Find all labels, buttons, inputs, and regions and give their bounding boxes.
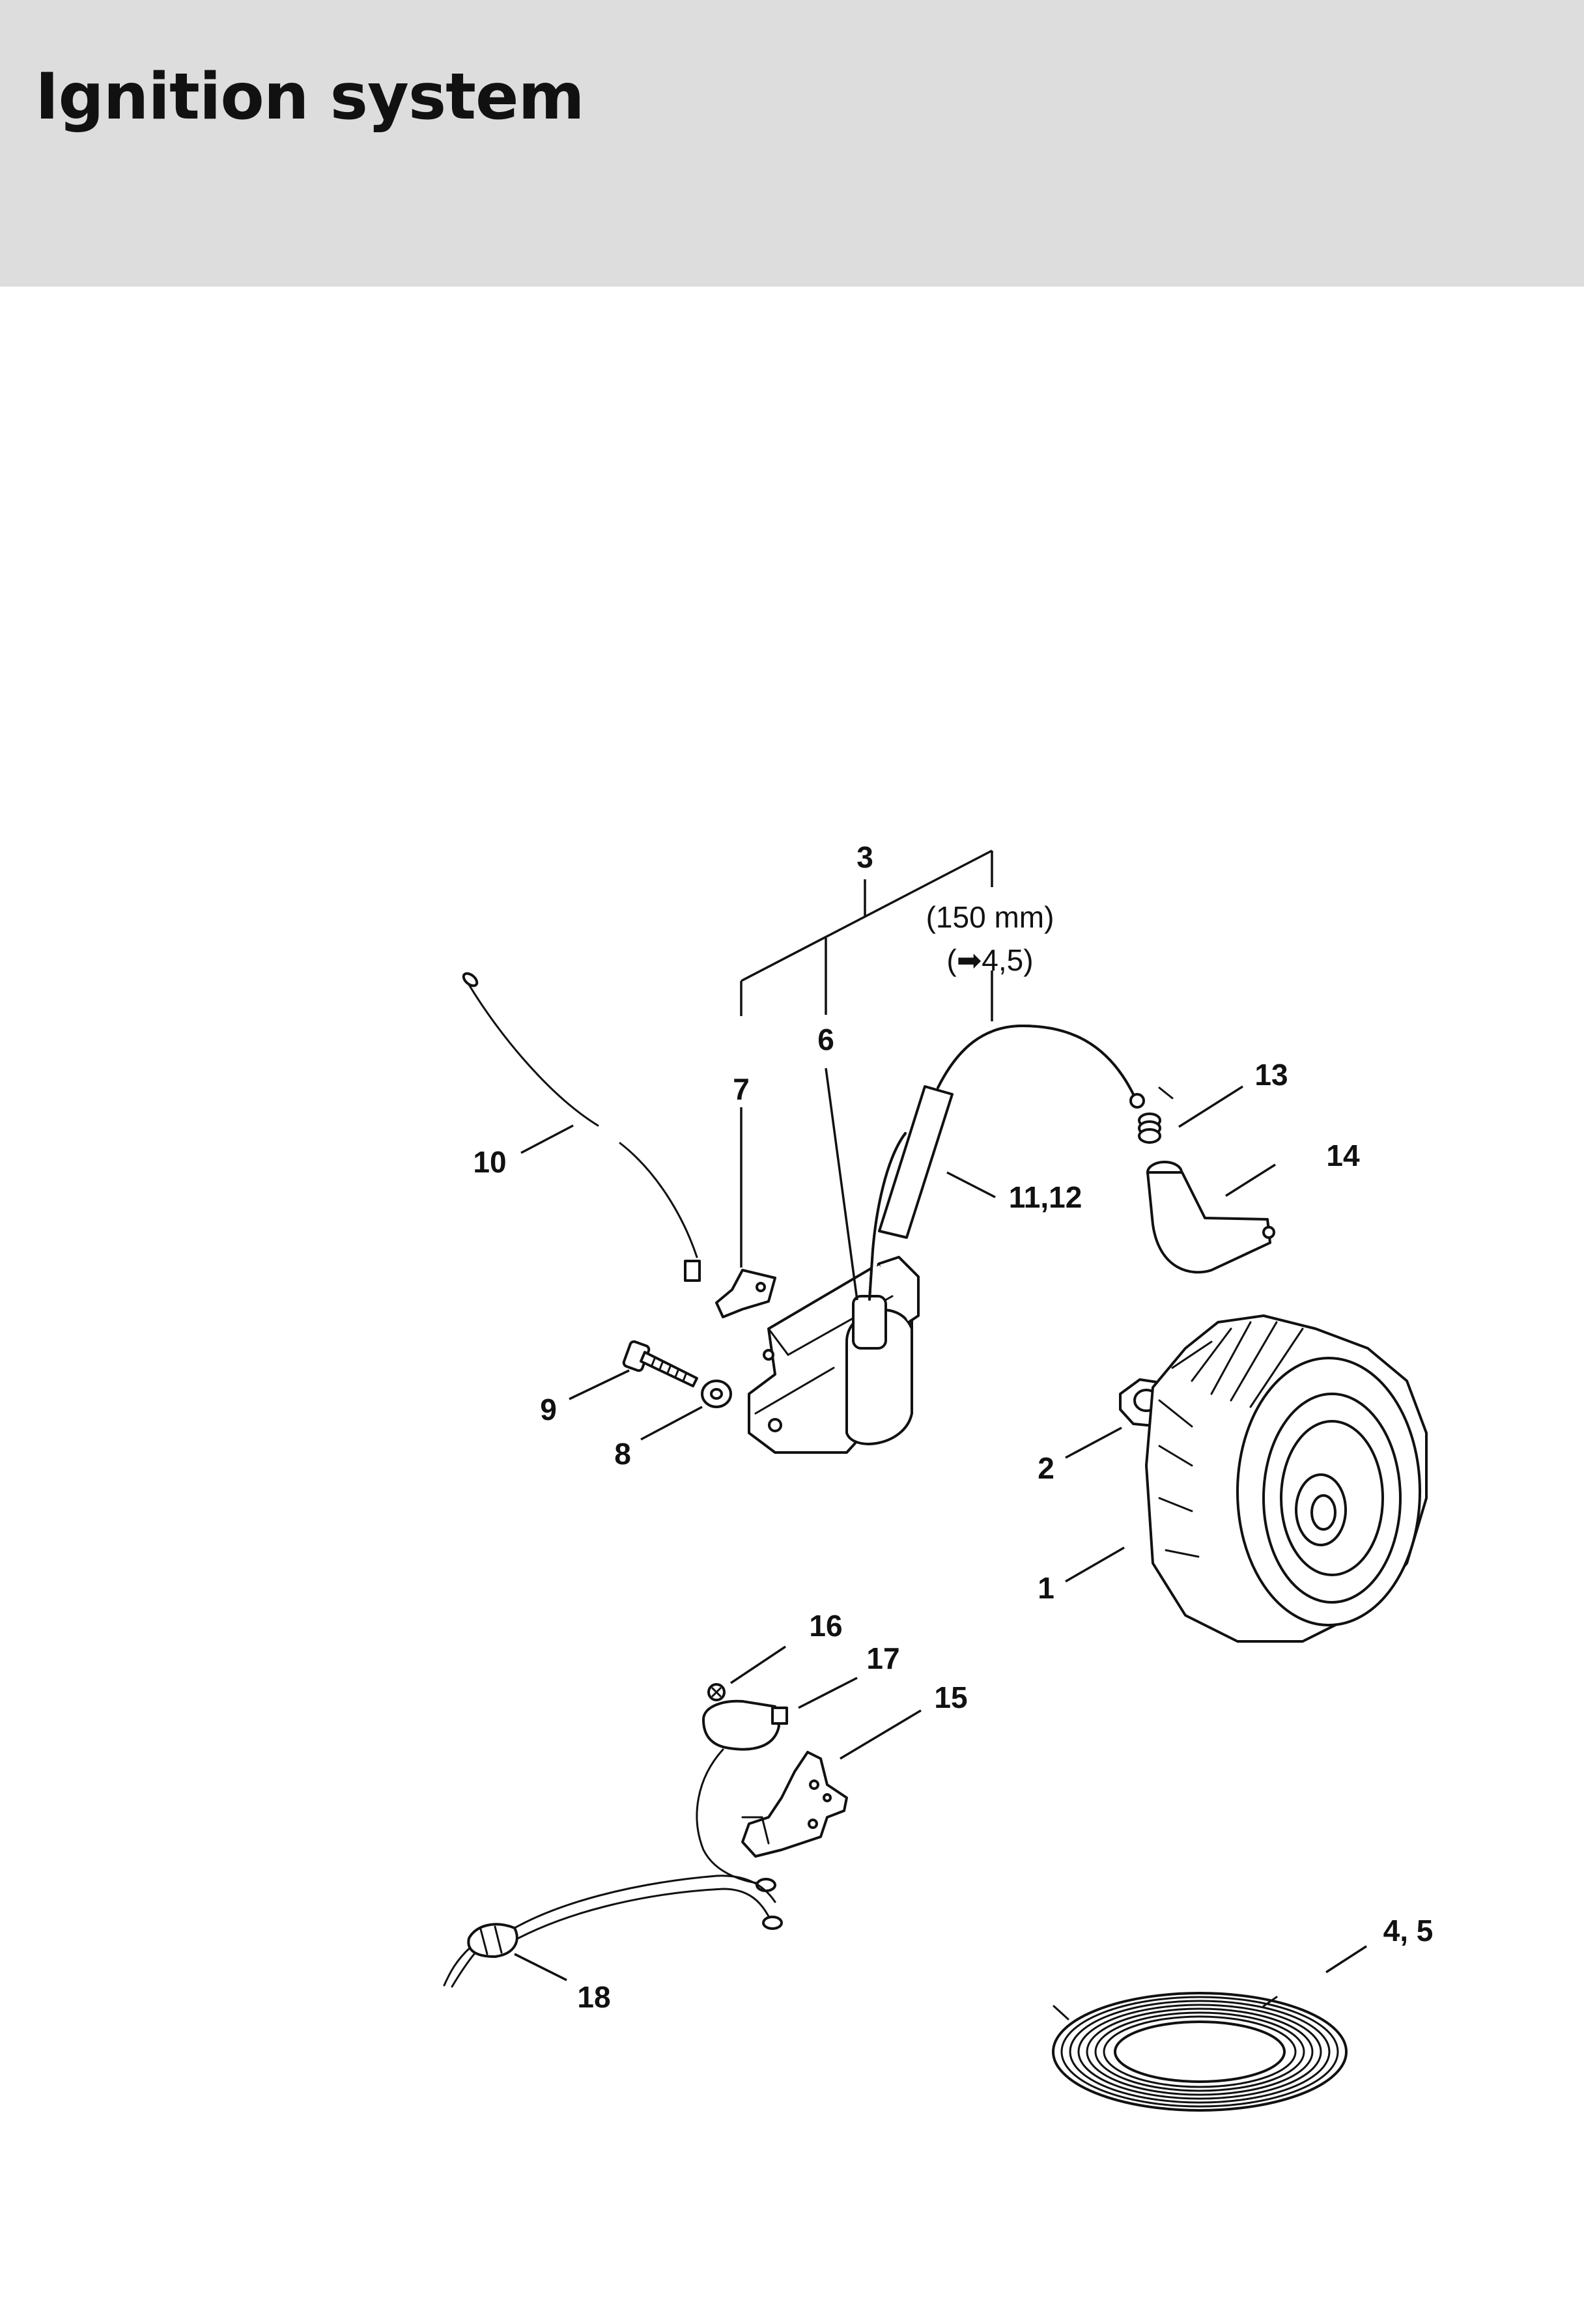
callout-7: 7 [733, 1072, 750, 1106]
callout-1: 1 [1038, 1571, 1054, 1605]
callout-14: 14 [1326, 1139, 1360, 1172]
trigger-sensor [696, 1699, 788, 1892]
callout-3: 3 [856, 840, 873, 874]
bracket-3 [740, 849, 993, 1021]
callout-2: 2 [1038, 1451, 1054, 1485]
ignition-lead [868, 1025, 1145, 1301]
callout-6: 6 [817, 1023, 834, 1056]
washer [701, 1380, 732, 1408]
sensor-screw [707, 1683, 726, 1701]
callout-9: 9 [540, 1393, 557, 1426]
note-length: (150 mm) [926, 900, 1054, 934]
screw [622, 1340, 698, 1387]
header-band [0, 0, 1584, 287]
callout-10: 10 [473, 1145, 506, 1179]
callout-11-12: 11,12 [1009, 1180, 1082, 1214]
ground-cable [443, 1875, 783, 1988]
sensor-bracket [741, 1751, 848, 1858]
note-reference: (➡4,5) [946, 943, 1033, 977]
callout-15: 15 [934, 1680, 967, 1714]
wire-clip [715, 1269, 776, 1318]
leader-lines [514, 1068, 1367, 1981]
short-circuit-wire [462, 972, 701, 1282]
spark-plug-boot [1146, 1161, 1275, 1274]
callout-4-5: 4, 5 [1383, 1914, 1434, 1948]
page-title: Ignition system [35, 60, 585, 134]
callout-labels: 3 (150 mm) (➡4,5) 6 7 10 11,12 13 14 9 8… [473, 840, 1433, 2014]
callout-18: 18 [577, 1980, 610, 2014]
callout-13: 13 [1254, 1058, 1288, 1092]
callout-8: 8 [614, 1437, 631, 1471]
ignition-module [748, 1256, 920, 1454]
flywheel [1145, 1314, 1428, 1643]
callout-16: 16 [809, 1609, 842, 1643]
callout-17: 17 [866, 1641, 899, 1675]
spring [1138, 1086, 1174, 1144]
coiled-wire [1052, 1992, 1348, 2112]
